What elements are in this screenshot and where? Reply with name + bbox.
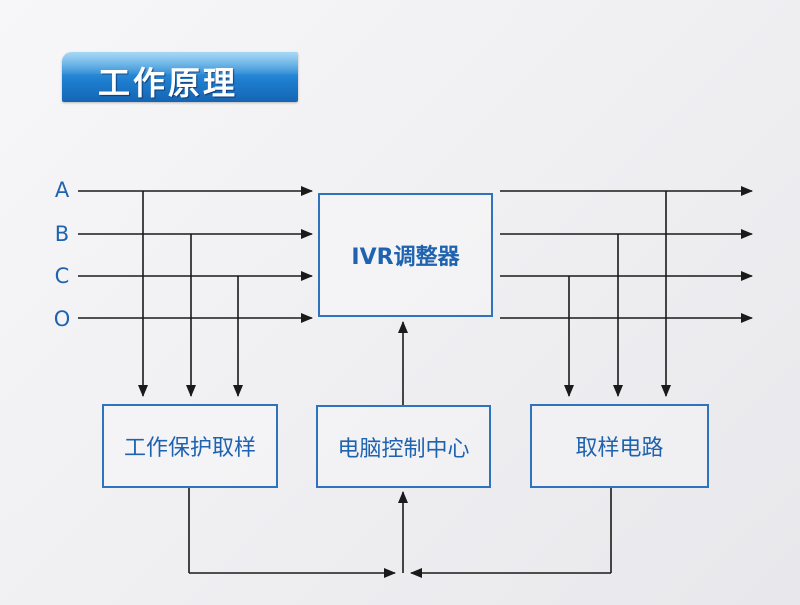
input-label-c: C [54,264,70,288]
computer-control-box: 电脑控制中心 [316,405,491,488]
title-badge: 工作原理 [62,52,298,102]
input-label-o: O [53,307,71,331]
sampling-circuit-label: 取样电路 [575,436,664,461]
input-label-a: A [54,178,70,202]
protection-sampling-label: 工作保护取样 [123,436,256,461]
title-badge-shine [62,52,298,74]
computer-control-label: 电脑控制中心 [337,436,470,462]
sampling-circuit-box: 取样电路 [530,404,709,488]
protection-sampling-box: 工作保护取样 [102,404,278,488]
input-label-b: B [54,222,70,246]
page-title: 工作原理 [98,64,239,102]
ivr-regulator-label: IVR调整器 [351,245,460,270]
ivr-regulator-box: IVR调整器 [318,193,493,317]
